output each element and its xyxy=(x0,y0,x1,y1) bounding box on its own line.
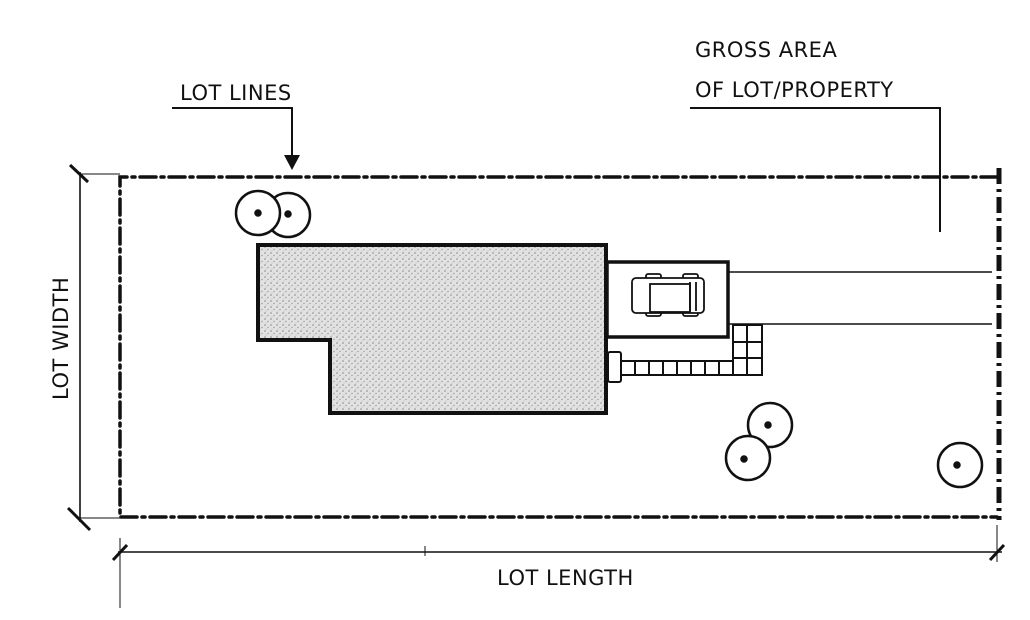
gross-area-label-line2: OF LOT/PROPERTY xyxy=(695,78,894,102)
trees xyxy=(234,189,984,489)
tree-icon xyxy=(936,441,984,489)
driveway xyxy=(728,271,992,325)
tree-icon xyxy=(724,434,772,482)
gross-area-label-line1: GROSS AREA xyxy=(695,38,837,62)
lot-length-label: LOT LENGTH xyxy=(497,566,634,590)
lot-lines-label: LOT LINES xyxy=(180,81,292,105)
lot-length-dimension xyxy=(111,525,1006,608)
lot-width-dimension xyxy=(66,163,120,532)
lot-lines-leader xyxy=(172,107,293,160)
walkway-pavers xyxy=(607,324,763,383)
house-footprint xyxy=(256,243,608,415)
tree-icon xyxy=(746,401,794,449)
arrow-down-icon xyxy=(284,155,300,170)
lot-boundary xyxy=(118,175,999,519)
gross-area-leader xyxy=(690,107,941,232)
tree-icon xyxy=(234,189,282,237)
car-icon xyxy=(631,273,705,317)
lot-width-label: LOT WIDTH xyxy=(49,277,73,400)
